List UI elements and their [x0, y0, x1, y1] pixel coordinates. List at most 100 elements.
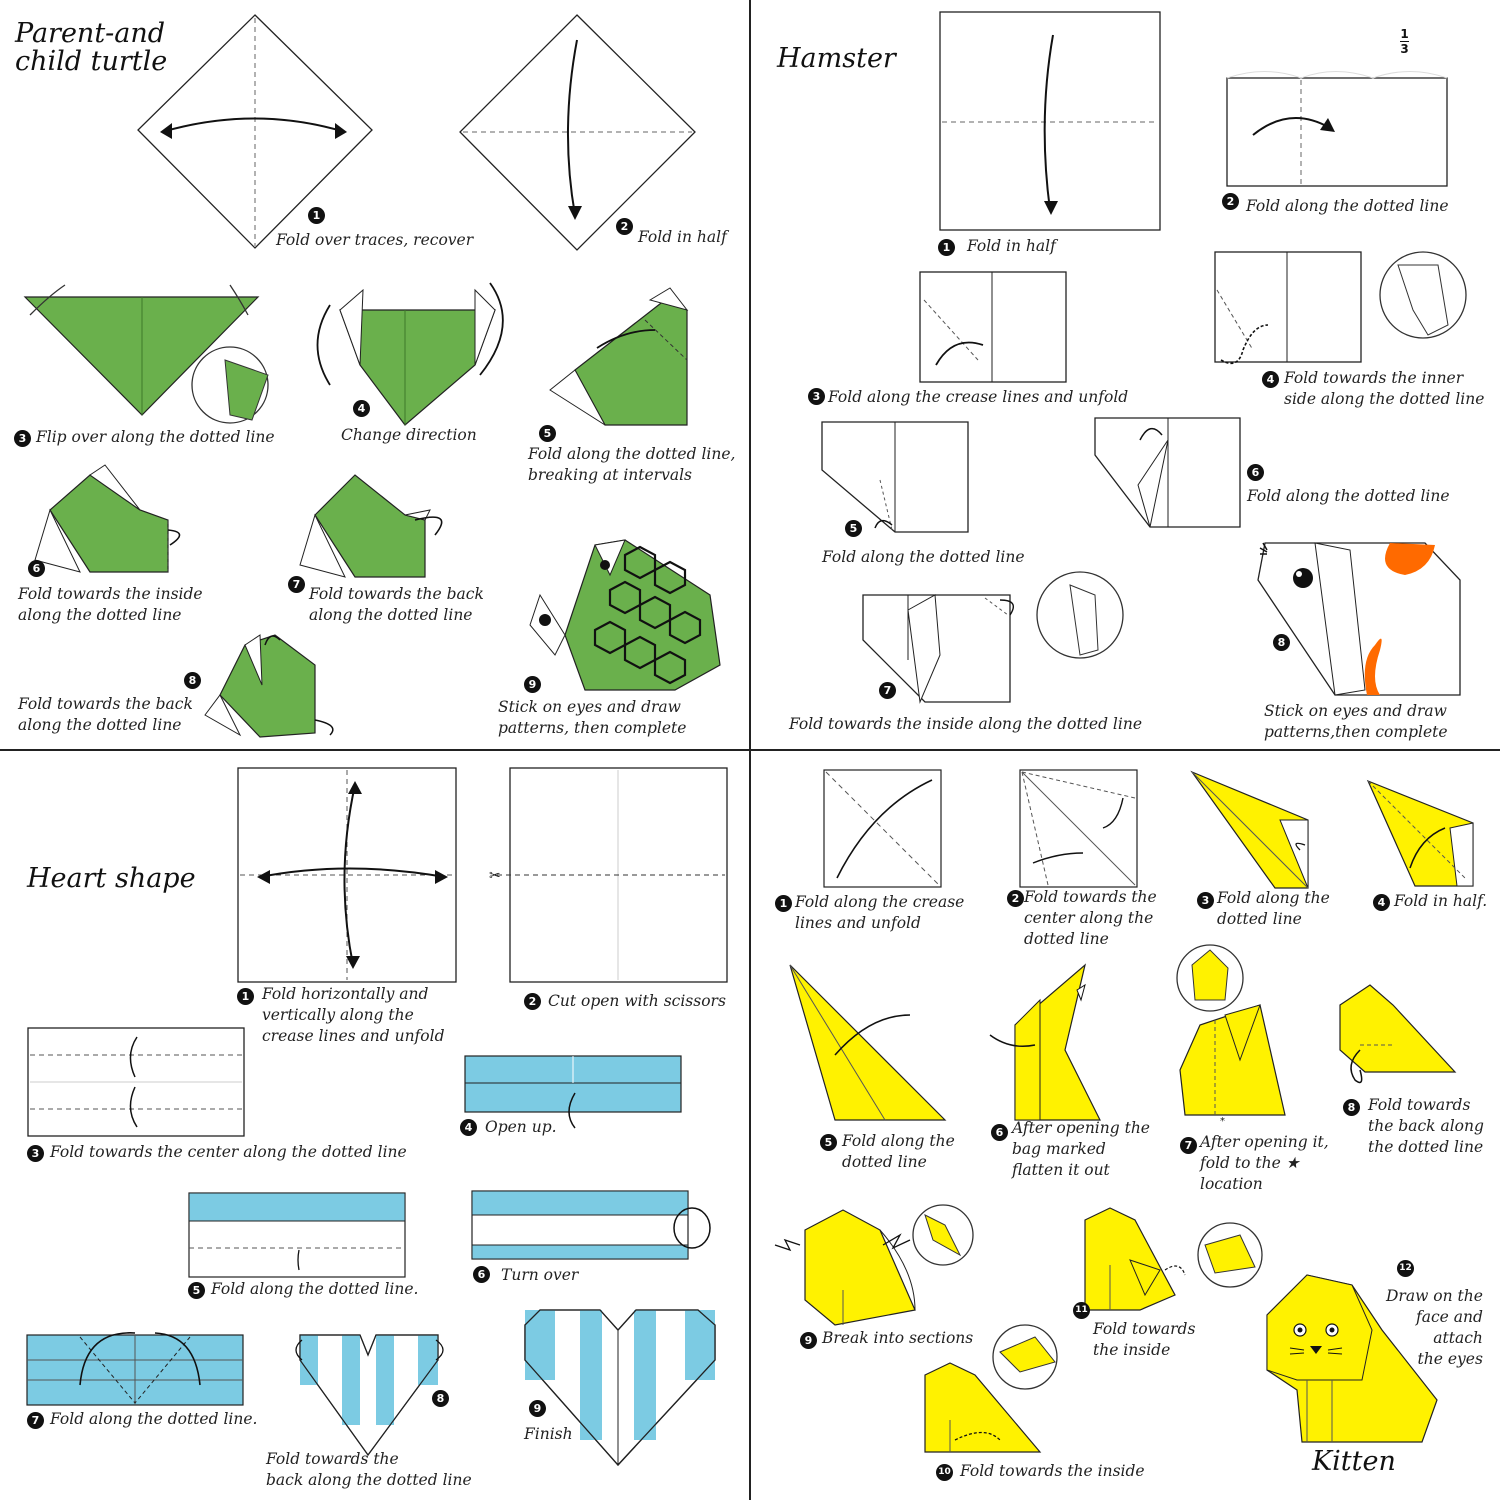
hamster-step-6-caption: Fold along the dotted line — [1247, 486, 1450, 507]
hamster-step-7-caption-line: Fold towards the inside along the dotted… — [789, 715, 1142, 733]
turtle-title: Parent-and child turtle — [15, 20, 167, 76]
heart-step7-diagram — [26, 1332, 244, 1406]
kitten-step-3-caption: Fold along the dotted line — [1217, 888, 1330, 930]
heart-step-5-caption: Fold along the dotted line. — [211, 1279, 418, 1300]
turtle-step8-diagram — [204, 634, 334, 738]
hamster-step6-diagram — [1094, 417, 1241, 528]
kitten-step-6-number: 6 — [991, 1124, 1008, 1141]
kitten-step4-diagram — [1366, 779, 1474, 887]
turtle-step5-diagram — [549, 287, 689, 426]
turtle-step-4-caption-line: Change direction — [341, 426, 477, 444]
turtle-step-3-number: 3 — [14, 430, 31, 447]
hamster-step7-diagram — [862, 571, 1124, 704]
heart-step-7-caption: Fold along the dotted line. — [50, 1409, 257, 1430]
kitten-step-4-caption-line: Fold in half. — [1394, 892, 1488, 910]
hamster-step-2-number: 2 — [1222, 193, 1239, 210]
kitten-step-12-caption-line: face and — [1416, 1308, 1483, 1326]
hamster-step2-diagram — [1226, 71, 1448, 187]
fraction-numerator: 1 — [1400, 27, 1409, 41]
kitten-step-9-caption: Break into sections — [822, 1328, 973, 1349]
hamster-step-2-caption: Fold along the dotted line — [1246, 196, 1449, 217]
kitten-step10-diagram — [924, 1362, 1042, 1453]
turtle-step-5-number: 5 — [539, 425, 556, 442]
turtle-step-1-number: 1 — [308, 207, 325, 224]
kitten-step7-diagram: * — [1176, 944, 1286, 1127]
heart-step-9-number: 9 — [529, 1400, 546, 1417]
turtle-step-5-caption: Fold along the dotted line, breaking at i… — [528, 444, 735, 486]
hamster-step-2-caption-line: Fold along the dotted line — [1246, 197, 1449, 215]
kitten-step-2-caption-line: center along the — [1024, 909, 1154, 927]
turtle-step-8-caption-line: along the dotted line — [18, 716, 182, 734]
turtle-step-7-caption-line: along the dotted line — [309, 606, 473, 624]
kitten-step-11-caption-line: the inside — [1093, 1341, 1171, 1359]
kitten-step-2-caption-line: Fold towards the — [1024, 888, 1157, 906]
heart-step-6-caption: Turn over — [501, 1265, 578, 1286]
heart-step-3-caption: Fold towards the center along the dotted… — [50, 1142, 407, 1163]
heart-step9-diagram — [524, 1309, 716, 1466]
turtle-step-2-number: 2 — [616, 218, 633, 235]
turtle-step-8-caption: Fold towards the back along the dotted li… — [18, 694, 193, 736]
hamster-step-3-caption-line: Fold along the crease lines and unfold — [828, 388, 1129, 406]
hamster-step-6-number: 6 — [1247, 464, 1264, 481]
turtle-step4-diagram — [316, 282, 504, 426]
kitten-step-3-caption-line: dotted line — [1217, 910, 1302, 928]
kitten-title: Kitten — [1312, 1446, 1396, 1477]
turtle-step-5-caption-line: Fold along the dotted line, — [528, 445, 736, 463]
hamster-step3-diagram — [919, 271, 1067, 383]
kitten-step-12-caption-line: Draw on the — [1386, 1287, 1483, 1305]
hamster-step-6-caption-line: Fold along the dotted line — [1247, 487, 1450, 505]
kitten-step8-diagram — [1339, 984, 1457, 1084]
hamster-step5-diagram — [821, 421, 969, 533]
hamster-fraction: 1 3 — [1400, 28, 1409, 55]
kitten-step-3-number: 3 — [1197, 892, 1214, 909]
hamster-step-5-caption-line: Fold along the dotted line — [822, 548, 1025, 566]
turtle-title-line1: Parent-and — [15, 18, 166, 49]
kitten-step-7-caption-line: fold to the ★ — [1200, 1154, 1300, 1172]
heart-step-7-caption-line: Fold along the dotted line. — [50, 1410, 258, 1428]
kitten-step10-zoom — [992, 1324, 1058, 1390]
heart-step-5-caption-line: Fold along the dotted line. — [211, 1280, 419, 1298]
kitten-step-3-caption-line: Fold along the — [1217, 889, 1330, 907]
kitten-step-8-number: 8 — [1343, 1099, 1360, 1116]
kitten-step1-diagram — [823, 769, 942, 888]
heart-step-2-caption-line: Cut open with scissors — [548, 992, 726, 1010]
svg-text:✂: ✂ — [489, 868, 501, 884]
kitten-step-11-number: 11 — [1073, 1302, 1090, 1319]
heart-step-9-caption: Finish — [524, 1424, 573, 1445]
turtle-step-8-caption-line: Fold towards the back — [18, 695, 193, 713]
kitten-step-2-caption-line: dotted line — [1024, 930, 1109, 948]
turtle-step-1-caption: Fold over traces, recover — [276, 230, 473, 251]
kitten-step-4-number: 4 — [1373, 894, 1390, 911]
heart-step3-diagram — [27, 1027, 245, 1137]
kitten-step-6-caption-line: After opening the — [1012, 1119, 1150, 1137]
turtle-step-6-caption-line: along the dotted line — [18, 606, 182, 624]
kitten-step-1-number: 1 — [775, 895, 792, 912]
fraction-bar — [1400, 41, 1409, 42]
turtle-step-2-caption-line: Fold in half — [638, 228, 727, 246]
heart-step-1-caption-line: crease lines and unfold — [262, 1027, 445, 1045]
heart-step-6-caption-line: Turn over — [501, 1266, 579, 1284]
kitten-step11-diagram — [1084, 1207, 1263, 1311]
heart-title: Heart shape — [27, 863, 196, 894]
hamster-step-8-caption-line: patterns,then complete — [1264, 723, 1448, 741]
kitten-step-10-number: 10 — [936, 1464, 953, 1481]
hamster-step-7-caption: Fold towards the inside along the dotted… — [789, 714, 1142, 735]
turtle-step-9-caption-line: Stick on eyes and draw — [498, 698, 681, 716]
hamster-step-1-caption: Fold in half — [967, 236, 1056, 257]
kitten-step-7-caption-line: After opening it, — [1200, 1133, 1329, 1151]
turtle-step-7-number: 7 — [288, 576, 305, 593]
heart-step-7-number: 7 — [27, 1412, 44, 1429]
turtle-step-3-caption: Flip over along the dotted line — [36, 427, 275, 448]
turtle-step-3-caption-line: Flip over along the dotted line — [36, 428, 275, 446]
kitten-step-8-caption-line: the back along — [1368, 1117, 1484, 1135]
kitten-step-1-caption-line: Fold along the crease — [795, 893, 965, 911]
heart-step-8-caption-line: Fold towards the — [266, 1450, 399, 1468]
kitten-step3-diagram — [1190, 770, 1309, 889]
kitten-step-10-caption: Fold towards the inside — [960, 1461, 1145, 1482]
turtle-step-5-caption-line: breaking at intervals — [528, 466, 692, 484]
